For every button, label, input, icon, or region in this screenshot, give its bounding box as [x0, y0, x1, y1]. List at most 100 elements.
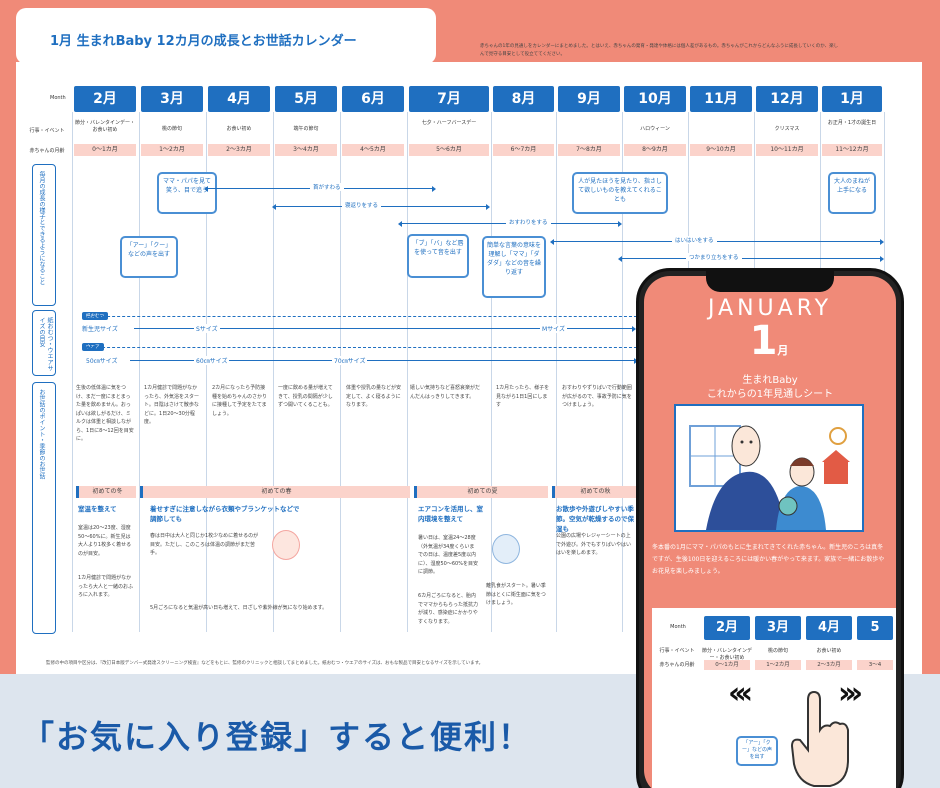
- phone-month-header: 5: [857, 616, 893, 640]
- growth-arrow-label: おすわりをする: [506, 218, 551, 226]
- diaper-section-label: 紙おむつ・ウエアサイズの目安: [32, 310, 56, 376]
- season-text: 6カ月ごろになると、胎内でママからもらった抵抗力が減り、感染症にかかりやすくなり…: [418, 593, 479, 625]
- diaper-size: Mサイズ: [540, 324, 567, 333]
- growth-box: 「ブ」「バ」など唇を使って音を出す: [407, 234, 469, 278]
- season-text: 1カ月健診で問題がなかったら大人と一緒のおふろに入れます。: [78, 575, 134, 598]
- month-header: 6月: [342, 86, 404, 112]
- age-row: 0〜1カ月 1〜2カ月 2〜3カ月 3〜4カ月 4〜5カ月 5〜6カ月 6〜7カ…: [72, 144, 884, 156]
- phone-age-cell: 0〜1カ月: [704, 660, 750, 670]
- phone-month-number: 1月: [749, 318, 789, 364]
- event-cell: ハロウィーン: [640, 126, 670, 132]
- phone-event-cell: 節分・バレンタインデー・お食い初め: [702, 648, 753, 661]
- month-header: 5月: [275, 86, 337, 112]
- family-drawing: [676, 406, 862, 530]
- phone-notch: [706, 270, 834, 292]
- season-title: 着せすぎに注意しながら衣類やブランケットなどで調節しても: [150, 505, 300, 523]
- age-cell: 5〜6カ月: [409, 144, 489, 156]
- phone-growth-box: 「アー」「クー」などの声を出す: [736, 736, 778, 766]
- event-cell: お正月・1才の誕生日: [827, 120, 877, 126]
- wear-guide-line: [82, 347, 642, 348]
- month-header: 12月: [756, 86, 818, 112]
- age-cell: 9〜10カ月: [690, 144, 752, 156]
- event-cell: クリスマス: [774, 126, 800, 132]
- care-note: 体重や授乳の量などが安定して、よく寝るようになります。: [346, 385, 402, 408]
- month-header: 2月: [74, 86, 136, 112]
- season-header: 初めての冬: [76, 486, 136, 498]
- growth-box: 簡単な言葉の意味を理解し「ママ」「ダダダ」などの音を繰り返す: [482, 236, 546, 298]
- age-cell: 2〜3カ月: [208, 144, 270, 156]
- month-header: 11月: [690, 86, 752, 112]
- growth-box: ママ・パパを見て笑う、目で追う: [157, 172, 217, 214]
- month-header: 3月: [141, 86, 203, 112]
- diaper-size: Sサイズ: [194, 324, 220, 333]
- event-cell: 桃の節句: [161, 126, 182, 132]
- phone-month-header: 3月: [755, 616, 801, 640]
- diaper-guide-line: [82, 316, 642, 317]
- calendar-intro: 赤ちゃんの1年の見通しをカレンダーにまとめました。とはいえ、赤ちゃんの発育・発達…: [480, 44, 839, 57]
- events-row: 節分・バレンタインデー・お食い初め 桃の節句 お食い初め 端午の節句 七夕・ハー…: [72, 120, 884, 140]
- season-title: 室温を整えて: [78, 505, 117, 513]
- season-text: 暑い日は、室温24〜28度（外気温が34度くらいまでの日は、温度差5度以内に）、…: [418, 535, 478, 575]
- banner-text: 「お気に入り登録」すると便利！: [22, 718, 533, 756]
- phone-month-header: 4月: [806, 616, 852, 640]
- wear-size: 50㎝サイズ: [84, 356, 120, 365]
- age-cell: 6〜7カ月: [493, 144, 554, 156]
- season-header: 初めての春: [140, 486, 410, 498]
- care-note: おすわりやずりばいで行動範囲が広がるので、事故予防に気をつけましょう。: [562, 385, 632, 408]
- age-cell: 11〜12カ月: [822, 144, 882, 156]
- events-row-label: 行事・イベント: [29, 128, 65, 134]
- month-header: 4月: [208, 86, 270, 112]
- wear-size: 60㎝サイズ: [194, 356, 230, 365]
- growth-arrow: [550, 239, 884, 245]
- phone-title: JANUARY: [707, 296, 833, 321]
- diaper-size: 新生児サイズ: [80, 324, 120, 333]
- care-note: 一度に飲める量が増えてきて、授乳の間隔が少しずつ開いてくることも。: [278, 385, 333, 408]
- family-illustration: [674, 404, 864, 532]
- age-cell: 4〜5カ月: [342, 144, 404, 156]
- season-header: 初めての夏: [414, 486, 548, 498]
- month-header: 10月: [624, 86, 686, 112]
- month-header: 7月: [409, 86, 489, 112]
- age-row-label: 赤ちゃんの月齢: [29, 148, 65, 154]
- event-cell: 節分・バレンタインデー・お食い初め: [74, 120, 135, 133]
- season-text: 室温は20〜23度、湿度50〜60%に。新生児は大人より1枚多く着せるのが目安。: [78, 525, 132, 557]
- growth-arrow-label: 寝返りをする: [342, 201, 382, 209]
- season-text: 公園の広場やレジャーシートの上で外遊び。外でもすりばいやはいはいを楽しめます。: [556, 533, 632, 556]
- baby-illustration: [272, 530, 300, 560]
- month-header: 8月: [493, 86, 554, 112]
- growth-box: 人が見たほうを見たり、指さして欲しいものを教えてくれることも: [572, 172, 668, 214]
- care-note: 1カ月健診で問題がなかったら、外気浴をスタート。日陰はさけて散歩などに。1日20…: [144, 385, 200, 425]
- phone-age-cell: 2〜3カ月: [806, 660, 852, 670]
- phone-event-cell: お食い初め: [816, 648, 842, 654]
- event-cell: 端午の節句: [293, 126, 319, 132]
- age-cell: 7〜8カ月: [558, 144, 620, 156]
- baby-illustration: [492, 534, 520, 564]
- phone-month-row-label: Month: [670, 624, 686, 630]
- event-cell: 七夕・ハーフバースデー: [421, 120, 477, 126]
- season-text: 5月ごろになると気温が高い日も増えて、日ざしや紫外線が気になり始めます。: [150, 605, 328, 611]
- care-note: 生後の低体温に気をつけ、まだ一度にまとまった量を飲めません。おっぱいは欲しがるだ…: [76, 385, 134, 442]
- growth-box: 大人のまねが上手になる: [828, 172, 876, 214]
- care-note: 2カ月になったら予防接種を始めちゃんのさかりに接種して予定をたてましょう。: [212, 385, 268, 417]
- growth-section-label: 毎月の成長の様子とできるようになること: [32, 164, 56, 306]
- growth-arrow-label: 首がすわる: [310, 183, 344, 191]
- phone-events-row-label: 行事・イベント: [659, 648, 695, 654]
- month-header: 1月: [822, 86, 882, 112]
- scroll-left-chevron-icon[interactable]: ‹‹‹: [728, 676, 753, 711]
- care-note: 嬉しい気持ちなど喜怒哀楽がだんだんはっきりしてきます。: [410, 385, 481, 400]
- month-header: 9月: [558, 86, 620, 112]
- phone-age-row-label: 赤ちゃんの月齢: [659, 662, 695, 668]
- phone-event-cell: 桃の節句: [767, 648, 788, 654]
- month-header-row: 2月 3月 4月 5月 6月 7月 8月 9月 10月 11月 12月 1月: [72, 86, 884, 112]
- pointing-hand-icon: [790, 690, 850, 788]
- care-section-label: お世話のポイント・季節のお世話: [32, 382, 56, 634]
- age-cell: 0〜1カ月: [74, 144, 136, 156]
- calendar-footnote: 監修の中の項目や区分は、『改訂日本版デンバー式発達スクリーニング検査』などをもと…: [46, 661, 484, 666]
- age-cell: 1〜2カ月: [141, 144, 203, 156]
- care-note: 1カ月たったら、様子を見ながら1日1回にします: [496, 385, 550, 408]
- diaper-arrow: [134, 326, 636, 332]
- season-text: 春は日中は大人と同じか1枚少なめに着せるのが目安。ただし、このころは体温の調節が…: [150, 533, 259, 556]
- season-title: エアコンを活用し、室内環境を整えて: [418, 505, 483, 523]
